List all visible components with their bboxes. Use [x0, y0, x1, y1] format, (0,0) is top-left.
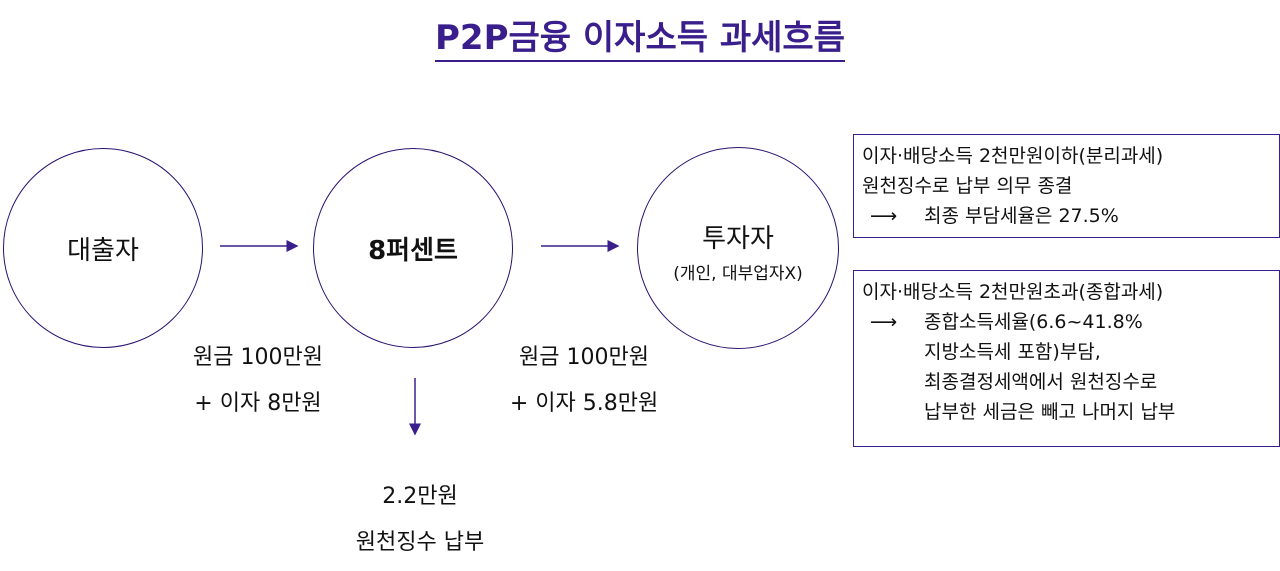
- separate-tax-line-1: 이자·배당소득 2천만원이하(분리과세): [862, 145, 1164, 167]
- comprehensive-tax-line-2: 종합소득세율(6.6~41.8%: [924, 311, 1143, 333]
- borrower-interest: + 이자 8만원: [194, 391, 322, 416]
- investor-node: 투자자 (개인, 대부업자X): [637, 147, 839, 349]
- platform-label: 8퍼센트: [368, 235, 458, 266]
- comprehensive-taxation-box: 이자·배당소득 2천만원초과(종합과세) ⟶ 종합소득세율(6.6~41.8% …: [853, 270, 1280, 447]
- right-arrow-icon: ⟶: [870, 205, 898, 227]
- withholding-label: 원천징수 납부: [355, 530, 485, 555]
- comprehensive-tax-line-5: 납부한 세금은 빼고 나머지 납부: [924, 401, 1176, 423]
- separate-tax-line-2: 원천징수로 납부 의무 종결: [862, 175, 1073, 197]
- diagram-title-text: P2P금융 이자소득 과세흐름: [435, 18, 845, 62]
- investor-interest: + 이자 5.8만원: [509, 391, 659, 416]
- borrower-label: 대출자: [67, 235, 139, 266]
- comprehensive-tax-line-1: 이자·배당소득 2천만원초과(종합과세): [862, 281, 1164, 303]
- comprehensive-tax-line-3: 지방소득세 포함)부담,: [924, 341, 1101, 363]
- separate-tax-line-3: 최종 부담세율은 27.5%: [924, 205, 1119, 227]
- platform-node: 8퍼센트: [313, 148, 513, 348]
- diagram-title: P2P금융 이자소득 과세흐름: [0, 10, 1280, 62]
- withholding-amount: 2.2만원: [382, 484, 458, 509]
- separate-taxation-box: 이자·배당소득 2천만원이하(분리과세) 원천징수로 납부 의무 종결 ⟶ 최종…: [853, 134, 1280, 238]
- borrower-principal: 원금 100만원: [193, 345, 323, 370]
- borrower-node: 대출자: [3, 148, 203, 348]
- investor-sublabel: (개인, 대부업자X): [673, 264, 803, 284]
- investor-payment: 원금 100만원 + 이자 5.8만원: [484, 335, 684, 427]
- right-arrow-icon: ⟶: [870, 311, 898, 333]
- withholding-payment: 2.2만원 원천징수 납부: [320, 474, 520, 566]
- investor-principal: 원금 100만원: [519, 345, 649, 370]
- comprehensive-tax-line-4: 최종결정세액에서 원천징수로: [924, 371, 1158, 393]
- borrower-payment: 원금 100만원 + 이자 8만원: [158, 335, 358, 427]
- investor-label: 투자자: [702, 224, 774, 254]
